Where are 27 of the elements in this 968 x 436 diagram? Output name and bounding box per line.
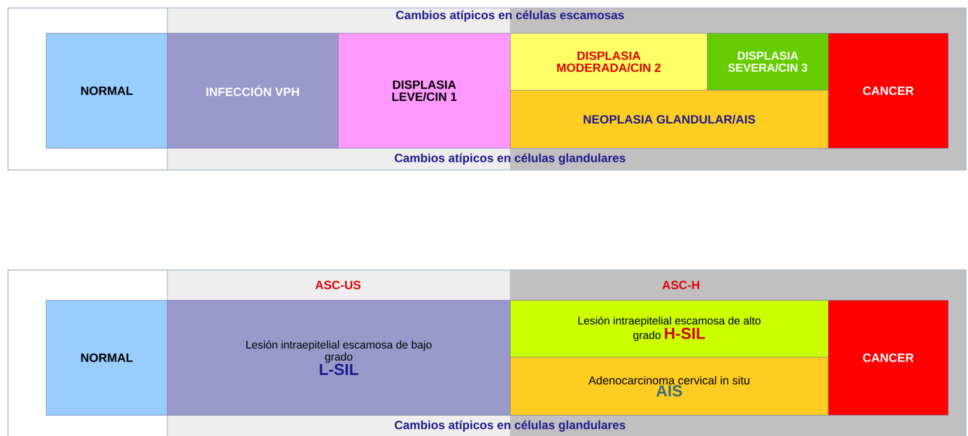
band-heading: Cambios atípicos en células glandulares (394, 153, 626, 165)
stage-label: INFECCIÓN VPH (206, 85, 299, 96)
stage-box (46, 33, 168, 148)
stage-label: Lesión intraepitelial escamosa de alto grado H-SIL (578, 316, 760, 342)
stage-label: CANCER (863, 354, 914, 362)
stage-box (167, 300, 510, 416)
stage-box (167, 33, 338, 148)
stage-label: DISPLASIA LEVE/CIN 1 (392, 80, 457, 102)
stage-box (828, 33, 949, 148)
stage-label: NEOPLASIA GLANDULAR/AIS (584, 114, 756, 124)
stage-box (510, 357, 829, 416)
stage-label: NORMAL (81, 86, 133, 95)
stage-box (828, 300, 949, 416)
stage-box (510, 90, 829, 148)
stage-box (46, 300, 168, 416)
stage-label: Lesión intraepitelial escamosa de bajo grado L-SIL (246, 340, 432, 376)
stage-label: NORMAL (81, 354, 133, 362)
stage-box (510, 33, 708, 90)
stage-label: DISPLASIA SEVERA/CIN 3 (728, 52, 808, 72)
stage-label: DISPLASIA MODERADA/CIN 2 (557, 51, 661, 72)
band-heading: Cambios atípicos en células escamosas (396, 10, 624, 22)
stage-box (338, 33, 510, 148)
stage-label: Adenocarcinoma cervical in situ AIS (588, 376, 750, 396)
band-heading: Cambios atípicos en células glandulares (394, 420, 626, 432)
stage-box (510, 300, 829, 358)
stage-box (707, 33, 829, 90)
stage-label: CANCER (863, 86, 914, 95)
